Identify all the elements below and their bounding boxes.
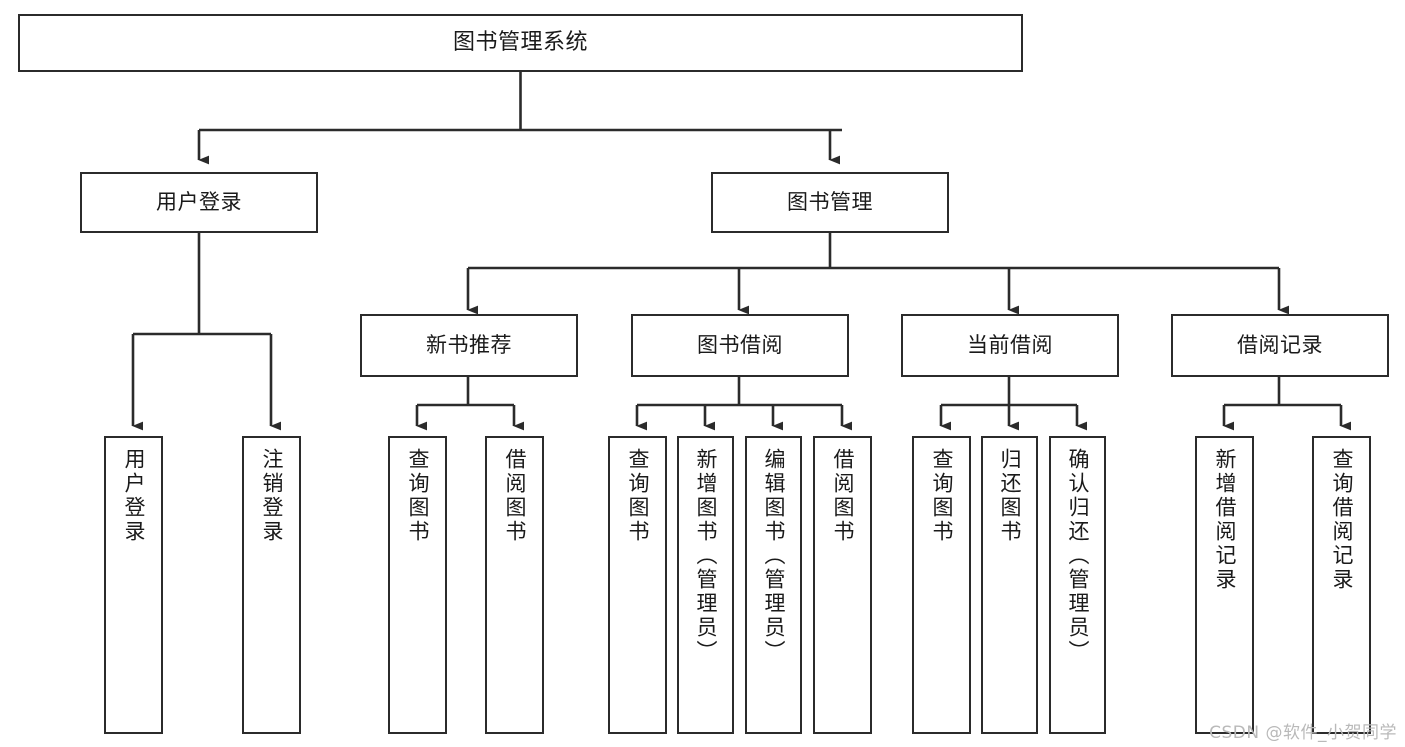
node-label: 图书借阅 [697, 333, 783, 358]
node-label: 图书管理系统 [452, 30, 588, 56]
node-leaf-query-book-current[interactable]: 查询图书 [912, 436, 971, 734]
node-label: 用户登录 [122, 448, 146, 544]
node-leaf-add-book-admin[interactable]: 新增图书（管理员） [677, 436, 734, 734]
node-book-manage[interactable]: 图书管理 [711, 172, 949, 233]
node-label: 新书推荐 [426, 333, 512, 358]
node-label: 借阅图书 [831, 448, 855, 544]
node-leaf-query-book-recommend[interactable]: 查询图书 [388, 436, 447, 734]
node-label: 查询图书 [626, 448, 650, 544]
node-label: 注销登录 [260, 448, 284, 544]
node-leaf-query-borrow-record[interactable]: 查询借阅记录 [1312, 436, 1371, 734]
node-label: 借阅图书 [503, 448, 527, 544]
node-root-book-management-system[interactable]: 图书管理系统 [18, 14, 1023, 72]
node-user-login[interactable]: 用户登录 [80, 172, 318, 233]
node-current-borrow[interactable]: 当前借阅 [901, 314, 1119, 377]
node-label: 查询借阅记录 [1330, 448, 1354, 592]
node-label: 新增图书（管理员） [694, 448, 718, 664]
node-leaf-query-book-borrow[interactable]: 查询图书 [608, 436, 667, 734]
node-label: 确认归还（管理员） [1066, 448, 1090, 664]
node-leaf-confirm-return-admin[interactable]: 确认归还（管理员） [1049, 436, 1106, 734]
node-leaf-borrow-book-borrow[interactable]: 借阅图书 [813, 436, 872, 734]
node-borrow-record[interactable]: 借阅记录 [1171, 314, 1389, 377]
node-label: 借阅记录 [1237, 333, 1323, 358]
node-label: 图书管理 [787, 190, 873, 215]
node-leaf-user-login[interactable]: 用户登录 [104, 436, 163, 734]
node-label: 归还图书 [998, 448, 1022, 544]
node-leaf-return-book[interactable]: 归还图书 [981, 436, 1038, 734]
node-new-book-recommend[interactable]: 新书推荐 [360, 314, 578, 377]
node-leaf-borrow-book-recommend[interactable]: 借阅图书 [485, 436, 544, 734]
node-label: 编辑图书（管理员） [762, 448, 786, 664]
node-label: 查询图书 [930, 448, 954, 544]
node-book-borrow[interactable]: 图书借阅 [631, 314, 849, 377]
node-leaf-add-borrow-record[interactable]: 新增借阅记录 [1195, 436, 1254, 734]
node-leaf-edit-book-admin[interactable]: 编辑图书（管理员） [745, 436, 802, 734]
node-label: 新增借阅记录 [1213, 448, 1237, 592]
node-label: 当前借阅 [967, 333, 1053, 358]
node-label: 用户登录 [156, 190, 242, 215]
node-leaf-logout[interactable]: 注销登录 [242, 436, 301, 734]
node-label: 查询图书 [406, 448, 430, 544]
